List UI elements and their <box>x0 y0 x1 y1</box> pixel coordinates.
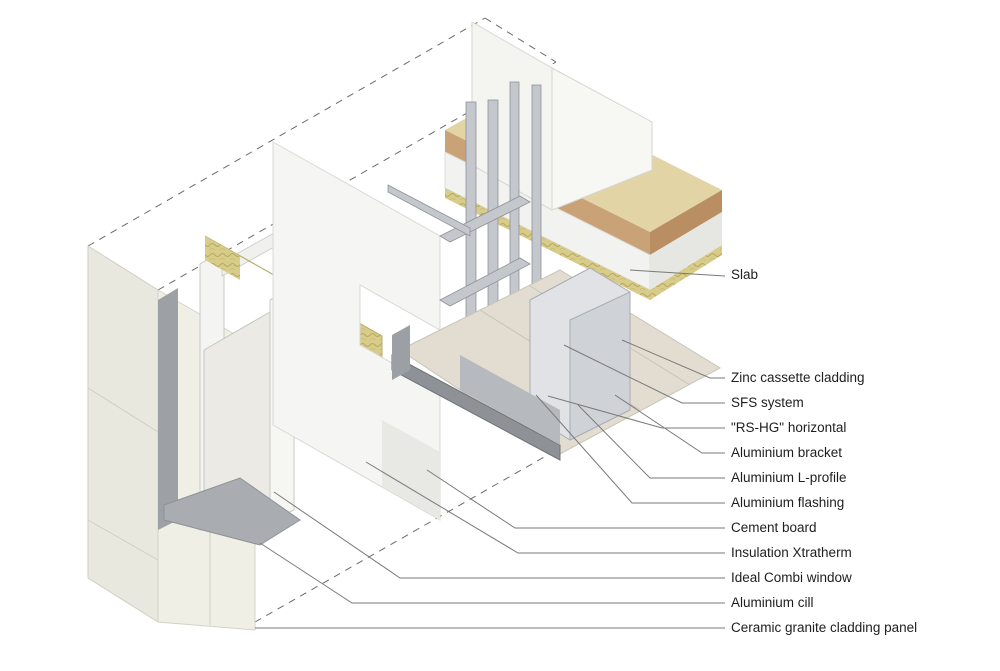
label-slab: Slab <box>731 267 759 282</box>
cement-board <box>272 141 441 521</box>
label-insulation: Insulation Xtratherm <box>731 545 852 560</box>
sfs-system <box>387 81 542 333</box>
reveal-flashing <box>158 288 178 530</box>
label-aluminium-flashing: Aluminium flashing <box>731 495 845 510</box>
label-window: Ideal Combi window <box>731 570 852 585</box>
aluminium-cill <box>163 477 301 546</box>
label-rs-hg: "RS-HG" horizontal <box>731 420 847 435</box>
label-aluminium-cill: Aluminium cill <box>731 595 814 610</box>
label-aluminium-bracket: Aluminium bracket <box>731 445 843 460</box>
label-cement-board: Cement board <box>731 520 817 535</box>
label-sfs-system: SFS system <box>731 395 804 410</box>
label-zinc-cassette: Zinc cassette cladding <box>731 370 865 385</box>
leader-lines <box>255 269 726 629</box>
label-aluminium-l-profile: Aluminium L-profile <box>731 470 847 485</box>
aluminium-bracket <box>529 267 631 441</box>
rs-hg-horizontal-rail <box>391 325 561 461</box>
label-ceramic-panel: Ceramic granite cladding panel <box>731 620 918 635</box>
